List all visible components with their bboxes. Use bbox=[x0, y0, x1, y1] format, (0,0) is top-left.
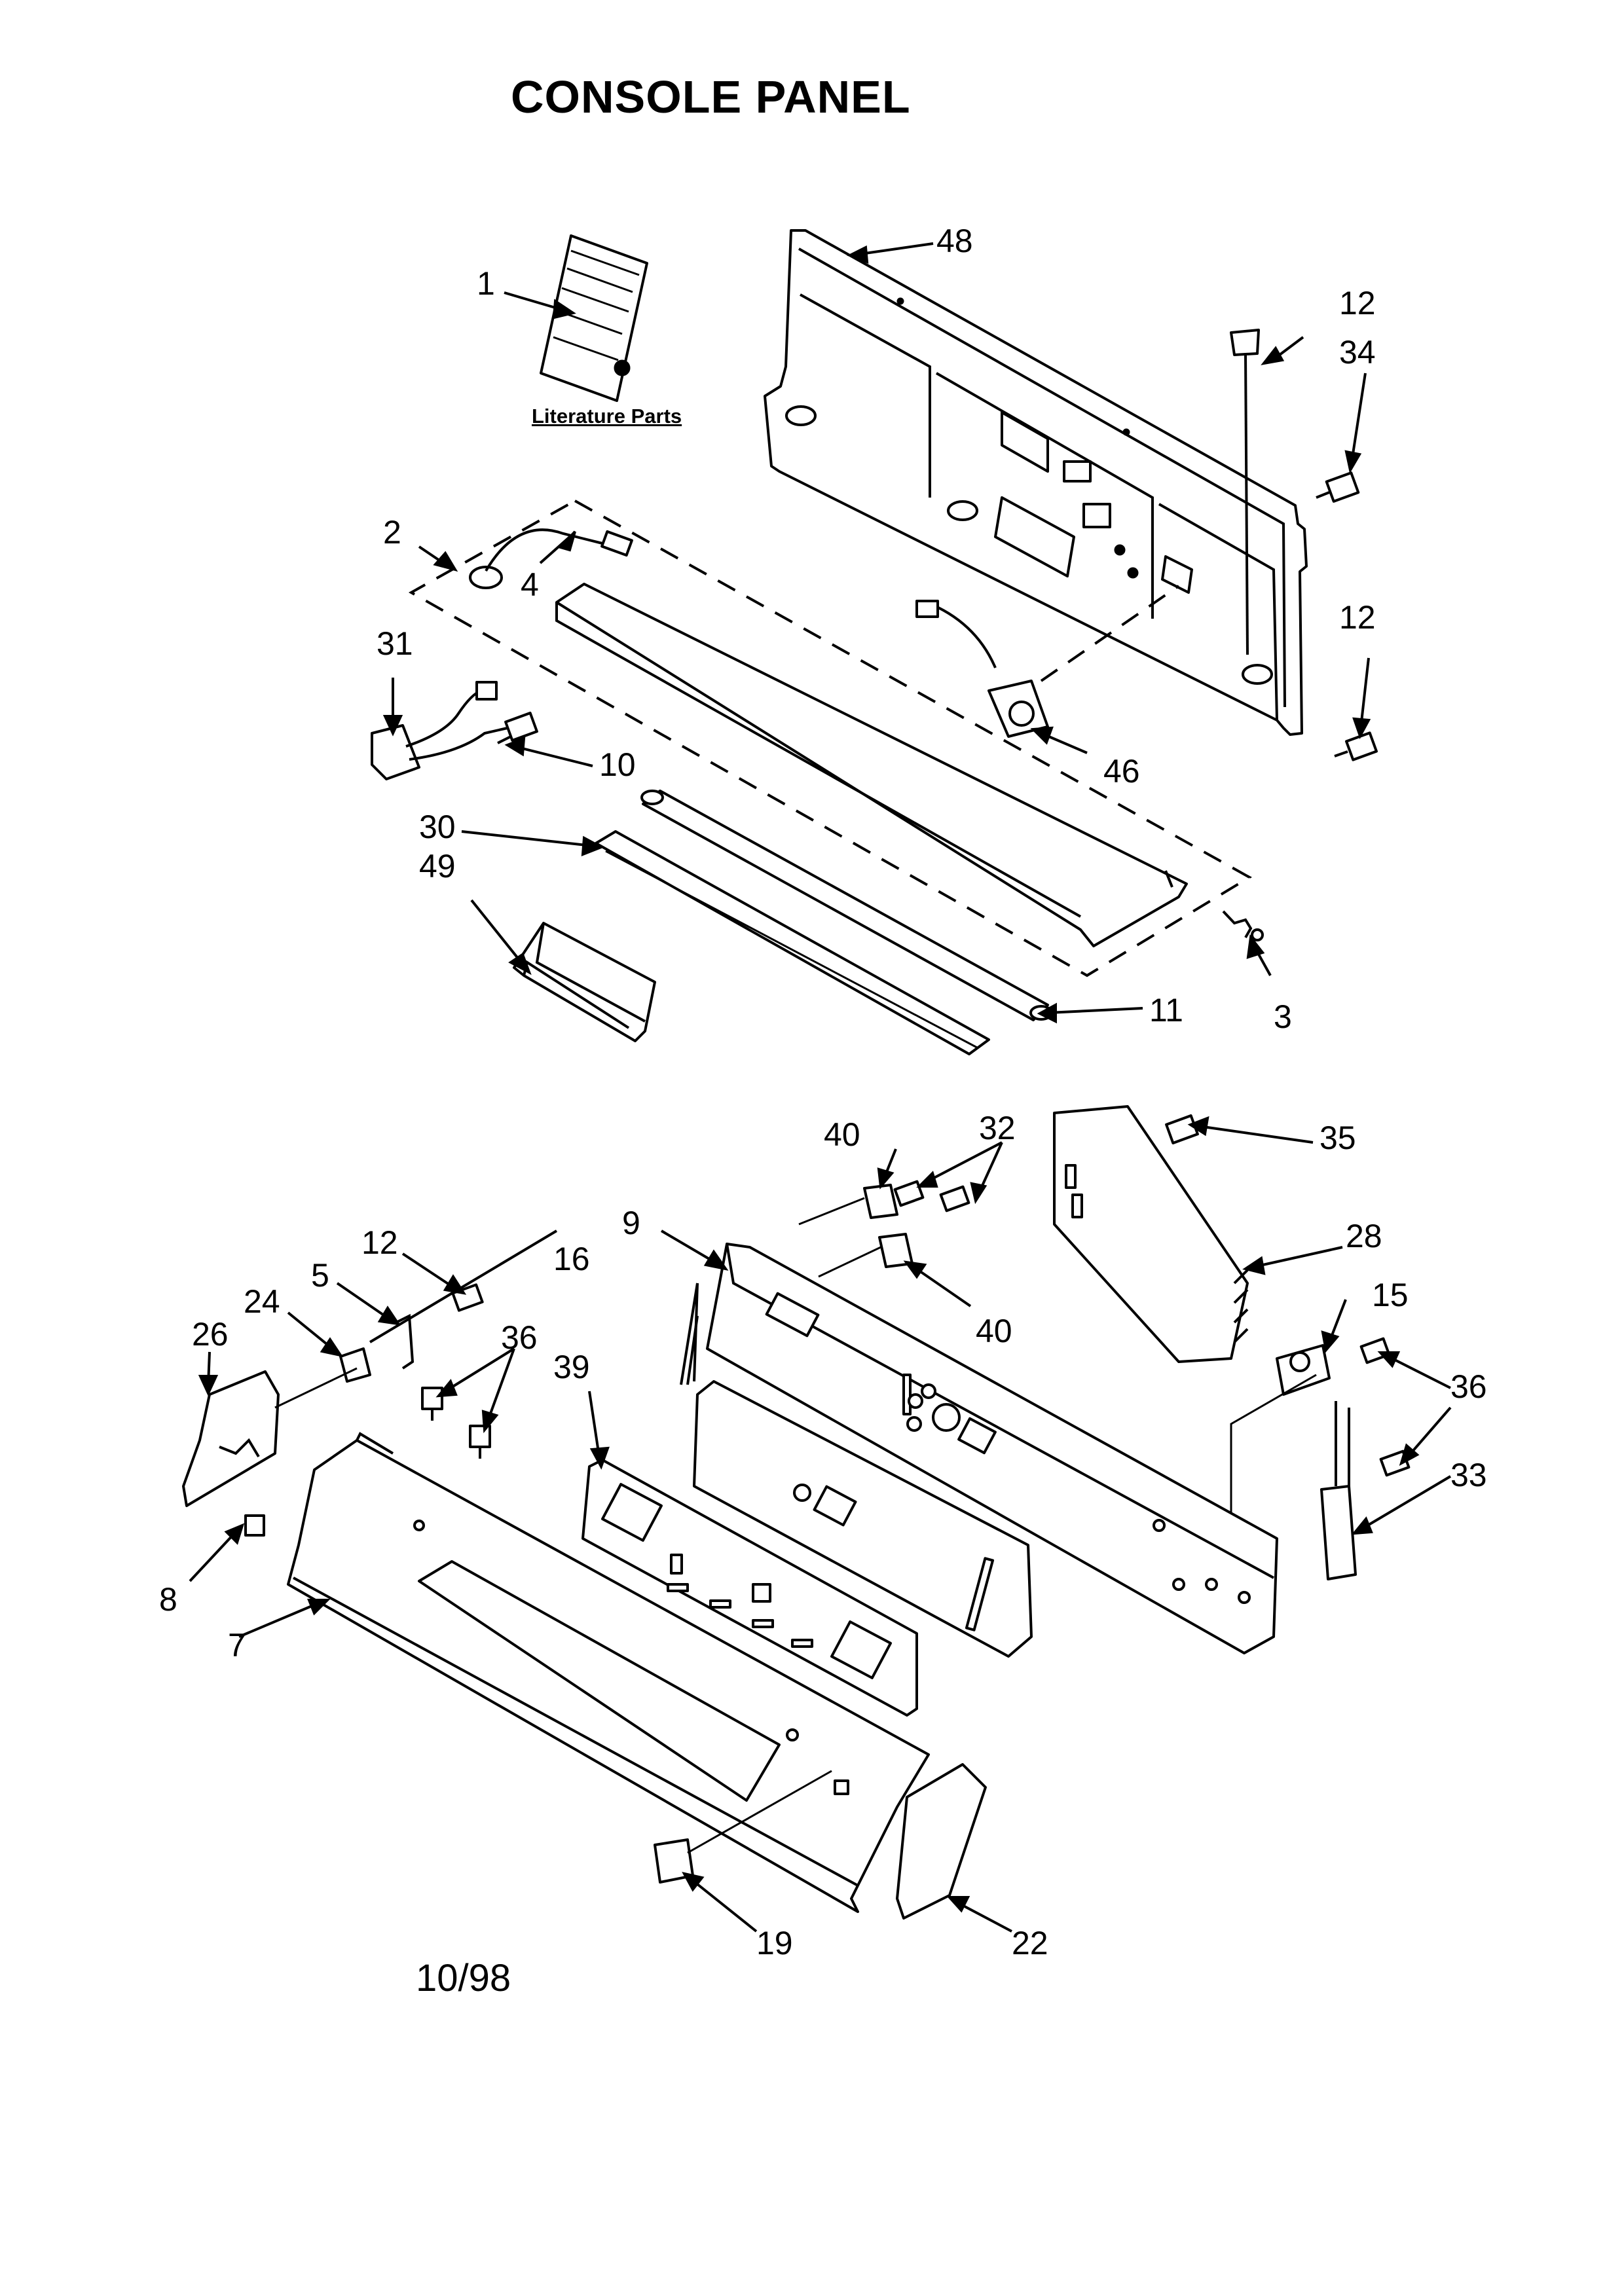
door-lock-motor bbox=[1276, 1344, 1331, 1396]
wire-a bbox=[798, 1197, 865, 1226]
light-assembly-outline bbox=[408, 499, 1252, 977]
lamp-bracket bbox=[513, 922, 656, 1042]
callout-12-left: 12 bbox=[361, 1224, 398, 1261]
callout-3: 3 bbox=[1274, 998, 1292, 1035]
screw-36-right-a bbox=[1359, 1337, 1391, 1364]
screw-36-a bbox=[421, 1387, 443, 1421]
part-number-labels: 1 2 3 4 5 7 8 9 10 11 12 12 12 12 15 16 … bbox=[159, 223, 1487, 1961]
screw-8 bbox=[244, 1514, 265, 1537]
control-bracket bbox=[706, 1243, 1278, 1654]
callout-7: 7 bbox=[228, 1627, 246, 1664]
callout-10: 10 bbox=[599, 746, 636, 783]
callout-34: 34 bbox=[1339, 334, 1376, 371]
screw-32-a bbox=[893, 1180, 925, 1207]
terminal-block bbox=[371, 681, 508, 780]
end-cap bbox=[896, 1763, 987, 1920]
screw-12-top bbox=[1230, 329, 1260, 655]
console-back-panel bbox=[764, 229, 1308, 736]
callout-28: 28 bbox=[1346, 1218, 1382, 1254]
callout-12-top: 12 bbox=[1339, 285, 1376, 321]
leader-lines bbox=[189, 242, 1452, 1933]
callout-40-bottom: 40 bbox=[976, 1313, 1012, 1349]
callout-12-right: 12 bbox=[1339, 599, 1376, 636]
literature-parts-label: Literature Parts bbox=[532, 405, 682, 428]
screw-34 bbox=[1316, 471, 1360, 503]
screw-10 bbox=[497, 712, 538, 744]
callout-8: 8 bbox=[159, 1581, 177, 1618]
clip bbox=[1222, 910, 1264, 941]
retainer-bracket bbox=[396, 1313, 415, 1370]
callout-1: 1 bbox=[477, 265, 495, 302]
callout-5: 5 bbox=[311, 1257, 329, 1294]
callout-24: 24 bbox=[244, 1283, 280, 1320]
lens-diffuser bbox=[595, 830, 990, 1055]
callout-36-right: 36 bbox=[1450, 1368, 1487, 1405]
hinge-clip bbox=[339, 1347, 371, 1383]
light-switch bbox=[915, 585, 1180, 738]
control-board bbox=[1053, 1105, 1249, 1363]
lamp-socket bbox=[469, 528, 633, 589]
callout-36-left: 36 bbox=[501, 1319, 538, 1356]
callout-15: 15 bbox=[1372, 1277, 1409, 1313]
screw-36-b bbox=[469, 1425, 491, 1459]
callout-49: 49 bbox=[419, 848, 456, 884]
thermal-fuse bbox=[1320, 1401, 1357, 1580]
revision-date: 10/98 bbox=[416, 1957, 511, 1999]
callout-30: 30 bbox=[419, 809, 456, 845]
literature-booklet bbox=[540, 234, 648, 402]
console-front-housing bbox=[287, 1432, 930, 1913]
callout-35: 35 bbox=[1320, 1120, 1356, 1156]
callout-26: 26 bbox=[192, 1316, 229, 1353]
callout-11: 11 bbox=[1149, 992, 1183, 1029]
callout-32: 32 bbox=[979, 1110, 1016, 1146]
wire-c bbox=[274, 1367, 358, 1409]
callout-39: 39 bbox=[553, 1349, 590, 1385]
diagram-title: CONSOLE PANEL bbox=[511, 71, 911, 122]
callout-48: 48 bbox=[936, 223, 973, 259]
relay-upper bbox=[863, 1184, 898, 1219]
callout-19: 19 bbox=[756, 1925, 793, 1961]
screw-32-b bbox=[939, 1185, 970, 1212]
callout-2: 2 bbox=[383, 514, 401, 551]
callout-22: 22 bbox=[1012, 1925, 1048, 1961]
callout-9: 9 bbox=[622, 1205, 640, 1241]
screw-12-right bbox=[1334, 731, 1378, 761]
callout-4: 4 bbox=[521, 566, 539, 603]
light-reflector-cover bbox=[555, 583, 1188, 947]
callout-31: 31 bbox=[377, 625, 413, 662]
end-bracket bbox=[182, 1370, 280, 1507]
callout-46: 46 bbox=[1103, 753, 1140, 790]
callout-16: 16 bbox=[553, 1241, 590, 1277]
wire-b bbox=[818, 1246, 881, 1278]
wire-d bbox=[1230, 1374, 1317, 1512]
callout-33: 33 bbox=[1450, 1457, 1487, 1493]
callout-40-top: 40 bbox=[824, 1116, 860, 1153]
screw-35 bbox=[1165, 1114, 1199, 1144]
control-panel-overlay bbox=[693, 1380, 1033, 1658]
